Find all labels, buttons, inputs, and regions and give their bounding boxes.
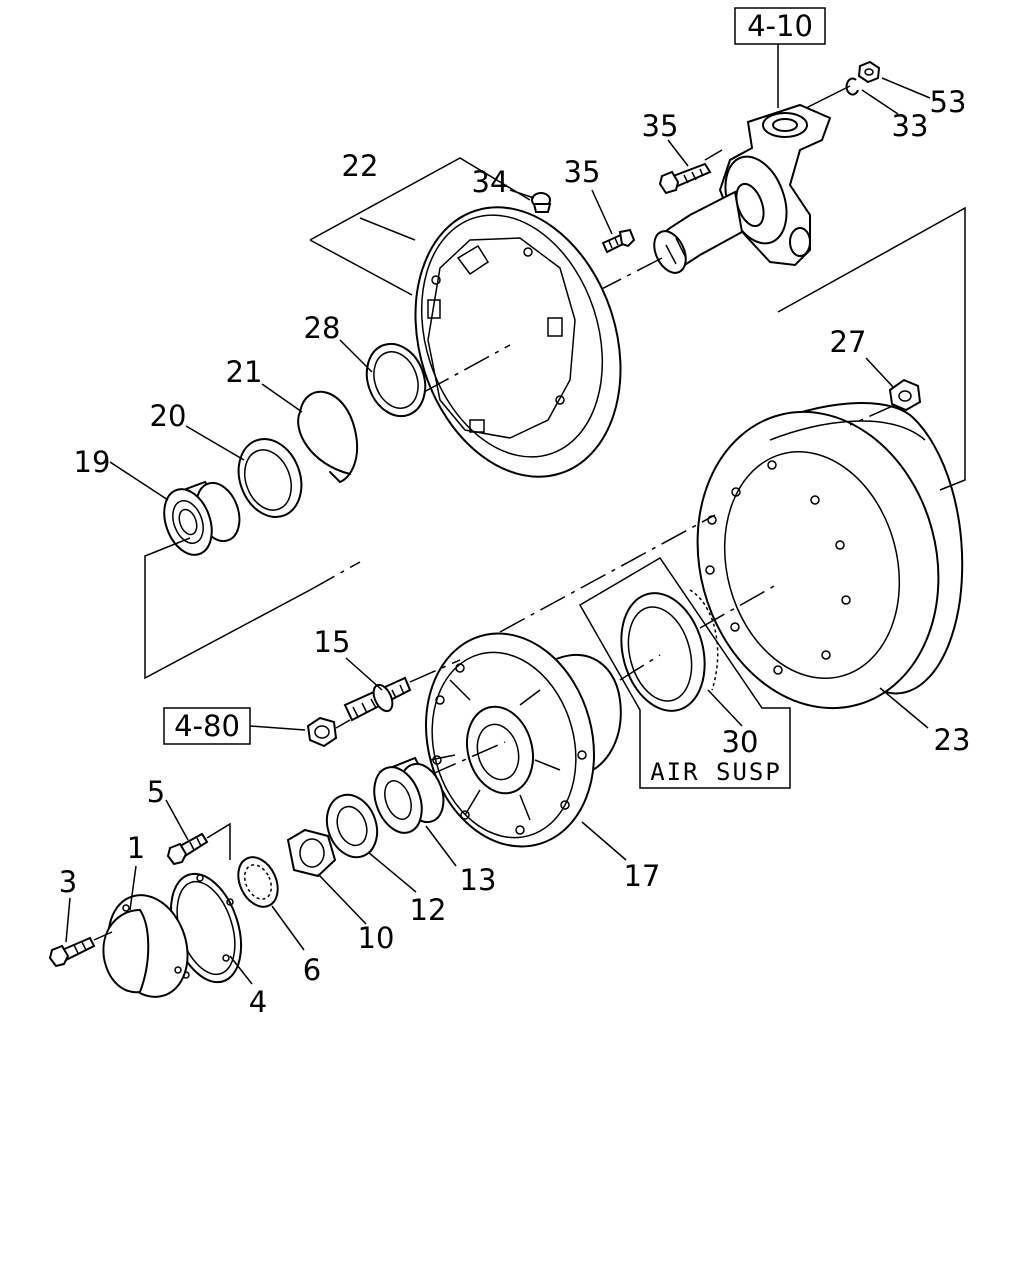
callout-33: 33 <box>892 109 929 143</box>
hub-bolt-15[interactable] <box>343 676 412 722</box>
callout-34: 34 <box>472 165 509 199</box>
callout-27: 27 <box>830 325 867 359</box>
oil-seal-28[interactable] <box>357 336 435 425</box>
callout-35-upper: 35 <box>642 109 679 143</box>
brake-backing-plate <box>414 206 622 478</box>
callout-labels: 53 33 35 35 34 22 28 21 20 19 27 23 30 A… <box>59 85 971 1019</box>
callout-22: 22 <box>342 149 379 183</box>
ref-box-4-80[interactable]: 4-80 <box>163 707 251 745</box>
bearing-19[interactable] <box>156 477 247 562</box>
bearing-13[interactable] <box>366 756 451 840</box>
callout-17: 17 <box>624 859 661 893</box>
nut-53[interactable] <box>857 60 881 84</box>
snap-ring-21[interactable] <box>297 390 359 483</box>
ref-box-4-10[interactable]: 4-10 <box>734 7 826 45</box>
callout-4: 4 <box>249 985 267 1019</box>
callout-19: 19 <box>74 445 111 479</box>
callout-1: 1 <box>127 831 145 865</box>
callout-35-lower: 35 <box>564 155 601 189</box>
callout-15: 15 <box>314 625 351 659</box>
ref-4-10-label: 4-10 <box>747 9 813 43</box>
callout-20: 20 <box>150 399 187 433</box>
nut-27[interactable] <box>888 378 922 412</box>
wheel-nut[interactable] <box>306 716 338 748</box>
bolt-5[interactable] <box>166 832 209 866</box>
bolt-35-lower[interactable] <box>601 228 636 254</box>
callout-53: 53 <box>930 85 967 119</box>
air-susp-note: AIR SUSP <box>650 758 782 786</box>
callout-3: 3 <box>59 865 77 899</box>
air-susp-bracket <box>578 556 791 789</box>
washer-33[interactable] <box>845 77 859 96</box>
lock-plate-6[interactable] <box>231 851 286 913</box>
brake-drum-23 <box>696 402 964 710</box>
washer-34[interactable] <box>531 192 552 213</box>
oil-seal-20[interactable] <box>228 430 312 526</box>
callout-10: 10 <box>358 921 395 955</box>
callout-6: 6 <box>303 953 321 987</box>
ref-4-80-label: 4-80 <box>174 709 240 743</box>
seal-12[interactable] <box>319 788 386 865</box>
callout-21: 21 <box>226 355 263 389</box>
bolt-3[interactable] <box>48 936 96 968</box>
callout-23: 23 <box>934 723 971 757</box>
leader-lines <box>65 77 931 985</box>
callout-5: 5 <box>147 775 165 809</box>
callout-12: 12 <box>410 893 447 927</box>
callout-13: 13 <box>460 863 497 897</box>
callout-28: 28 <box>304 311 341 345</box>
callout-30: 30 <box>722 725 759 759</box>
wheel-hub-17 <box>425 632 622 848</box>
steering-knuckle <box>653 103 832 274</box>
bolt-35-upper[interactable] <box>658 162 712 195</box>
abs-ring-30[interactable] <box>609 584 719 721</box>
hub-nut-10[interactable] <box>286 828 337 878</box>
